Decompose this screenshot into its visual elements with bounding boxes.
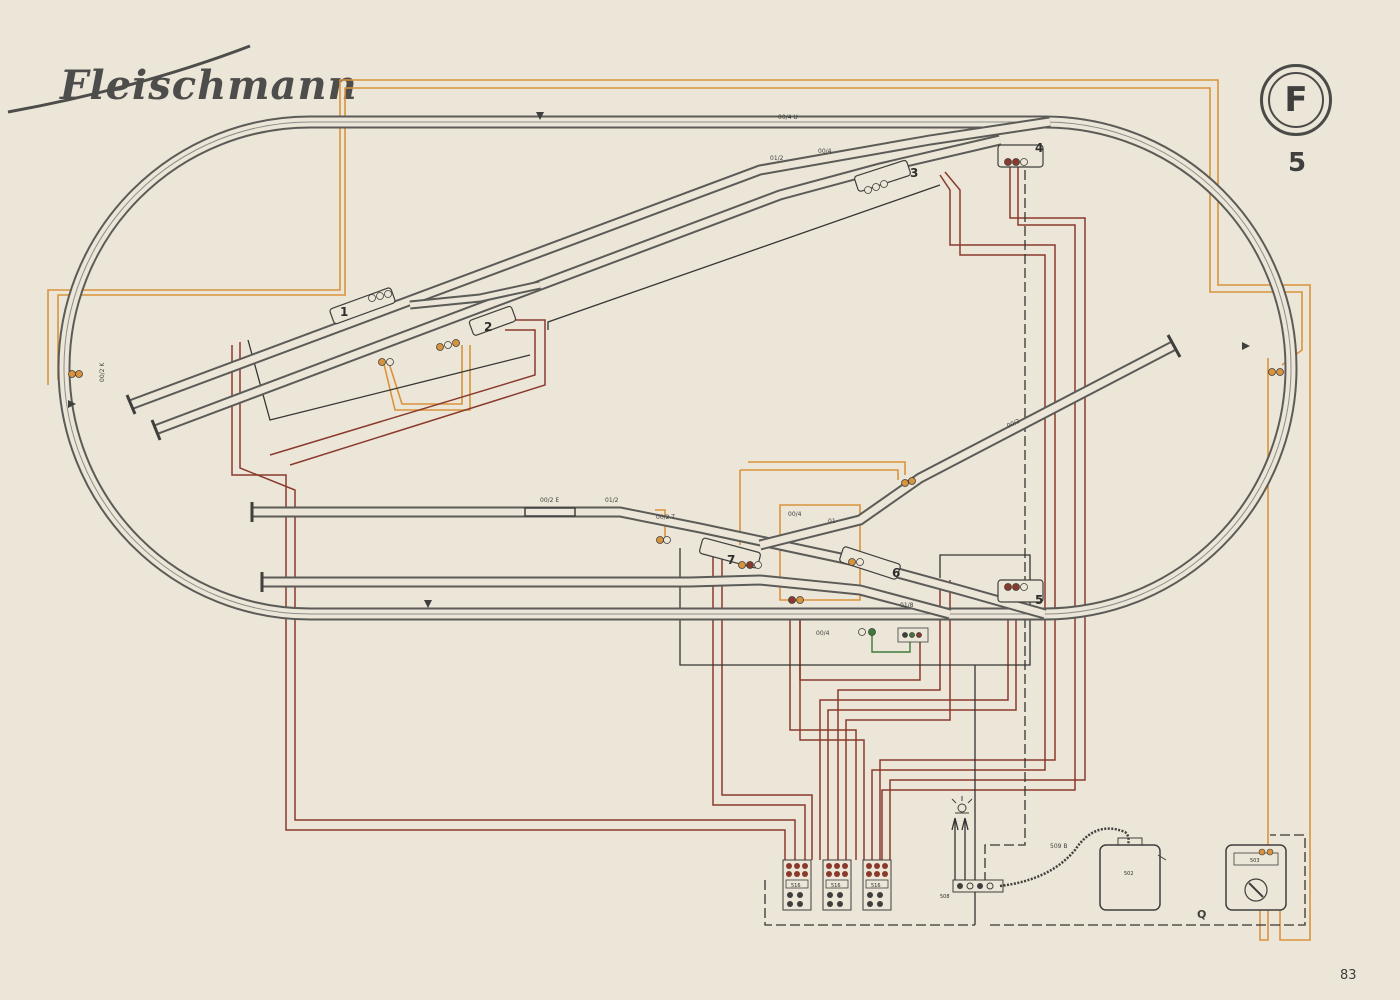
brown-wires: [231, 165, 1086, 860]
cable-label: 509 B: [1050, 843, 1067, 850]
label-left-curve: 00/2 K: [99, 362, 106, 382]
switch-5-number: 5: [1035, 593, 1043, 607]
switch-6-number: 6: [892, 566, 900, 580]
switch-panels: [329, 144, 1044, 603]
transformer-503-label: 503: [1250, 858, 1260, 864]
switch-2-number: 2: [484, 320, 492, 334]
switch-box-3-label: 516: [871, 883, 881, 889]
plan-badge: F: [1260, 64, 1332, 136]
connection-box-label: 508: [940, 894, 950, 900]
switch-box-1-label: 516: [791, 883, 801, 889]
label-top-straight: 00/4 U: [778, 114, 798, 121]
switch-box-2-label: 516: [831, 883, 841, 889]
page-number: 83: [1340, 968, 1357, 983]
label-lower-a: 01/8: [900, 602, 914, 609]
connector-dots: [68, 158, 1284, 643]
transformer-502: 502: [1099, 837, 1167, 911]
inner-tracks: [125, 116, 1182, 620]
cable-509b: [999, 827, 1130, 888]
switch-4-number: 4: [1035, 141, 1043, 155]
label-lower-b: 00/4: [816, 630, 830, 637]
switch-1-number: 1: [340, 305, 348, 319]
switch-box-1: [782, 859, 812, 911]
plan-number: 5: [1288, 148, 1307, 178]
switch-7-number: 7: [727, 553, 735, 567]
brand-logo: Fleischmann: [60, 62, 358, 109]
green-wire: [871, 635, 911, 653]
orange-wires: [47, 79, 1311, 941]
label-mid-track: 00/2 E: [540, 497, 559, 504]
transformer-502-label: 502: [1124, 871, 1134, 877]
label-mid-switch: 00/2 T: [656, 514, 675, 521]
label-center-b: 01: [828, 518, 836, 525]
switch-box-group: 516 516 516: [782, 859, 892, 911]
switch-3-number: 3: [910, 166, 918, 180]
transformer-503: 503: [1225, 844, 1287, 911]
ground-line-label: Q: [1197, 908, 1206, 921]
badge-letter: F: [1268, 72, 1324, 128]
label-upper-siding-b: 00/4: [818, 148, 832, 155]
label-mid-track-b: 01/2: [605, 497, 619, 504]
direction-arrows: [68, 112, 1250, 608]
connection-box: 508: [940, 796, 1004, 900]
brand-swoosh: [7, 44, 251, 114]
switch-box-2: [822, 859, 852, 911]
switch-box-3: [862, 859, 892, 911]
label-upper-siding-a: 01/2: [770, 155, 784, 162]
label-center-a: 00/4: [788, 511, 802, 518]
